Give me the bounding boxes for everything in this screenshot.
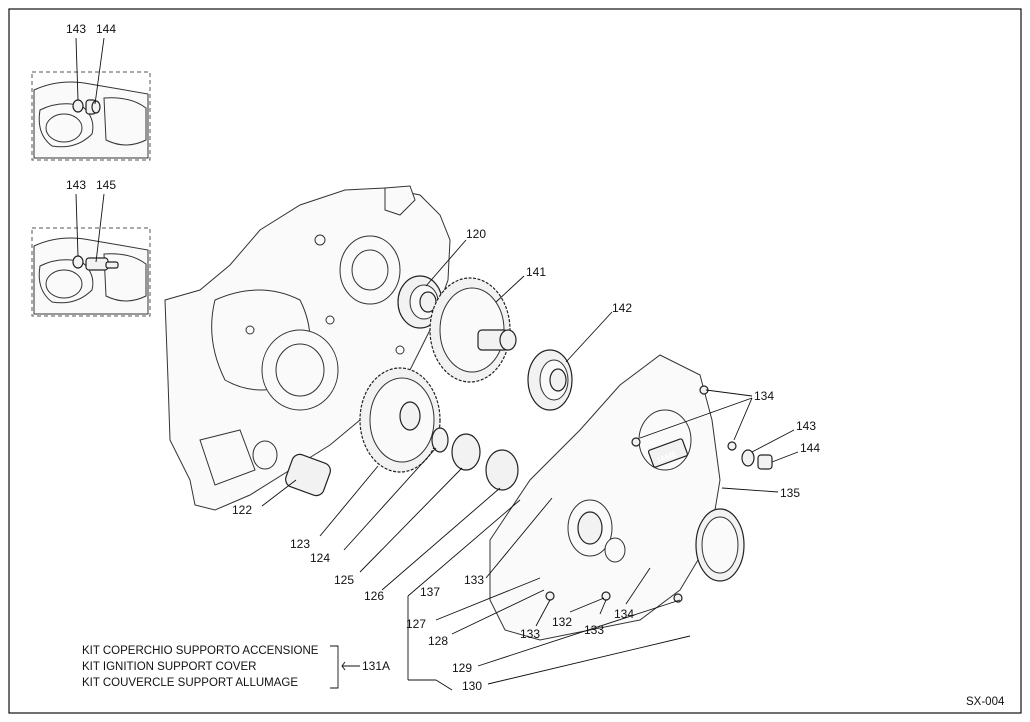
callout-132: 132 (552, 615, 572, 629)
ring-124 (431, 427, 449, 453)
gear-123 (359, 367, 441, 473)
leader-lines (261, 239, 799, 691)
callout-142: 142 (612, 301, 632, 315)
callout-133: 133 (464, 573, 484, 587)
callout-123: 123 (290, 537, 310, 551)
ignition-support-cover: IAME (489, 354, 745, 641)
kit-line-it: KIT COPERCHIO SUPPORTO ACCENSIONE (82, 645, 319, 657)
bearing-142 (527, 349, 573, 411)
detail-inset-middle (31, 227, 151, 317)
gear-141 (429, 277, 517, 383)
callout-131a: 131A (362, 659, 390, 673)
callout-129: 129 (452, 661, 472, 675)
callout-137: 137 (420, 585, 440, 599)
callout-135: 135 (780, 486, 800, 500)
callout-120: 120 (466, 227, 486, 241)
drawing-code: SX-004 (966, 696, 1005, 708)
ring-125 (451, 433, 481, 471)
callout-134: 134 (614, 607, 634, 621)
callout-141: 141 (526, 265, 546, 279)
kit-line-fr: KIT COUVERCLE SUPPORT ALLUMAGE (82, 677, 298, 689)
callout-143: 143 (66, 22, 86, 36)
spacer-122 (285, 453, 331, 497)
callout-124: 124 (310, 551, 330, 565)
callout-126: 126 (364, 589, 384, 603)
drawing-frame (8, 8, 1022, 714)
callout-133: 133 (520, 627, 540, 641)
callout-128: 128 (428, 634, 448, 648)
callout-144: 144 (96, 22, 116, 36)
callout-134: 134 (754, 389, 774, 403)
washer-143 (741, 449, 755, 467)
plug-144 (757, 454, 773, 470)
callout-143: 143 (66, 178, 86, 192)
callout-125: 125 (334, 573, 354, 587)
callout-145: 145 (96, 178, 116, 192)
callout-143: 143 (796, 419, 816, 433)
seal-126 (485, 449, 519, 491)
kit-line-en: KIT IGNITION SUPPORT COVER (82, 661, 256, 673)
callout-133: 133 (584, 623, 604, 637)
callout-122: 122 (232, 503, 252, 517)
detail-inset-top (31, 71, 151, 161)
crankcase-half (164, 185, 451, 511)
callout-144: 144 (800, 441, 820, 455)
callout-127: 127 (406, 617, 426, 631)
callout-130: 130 (462, 679, 482, 693)
